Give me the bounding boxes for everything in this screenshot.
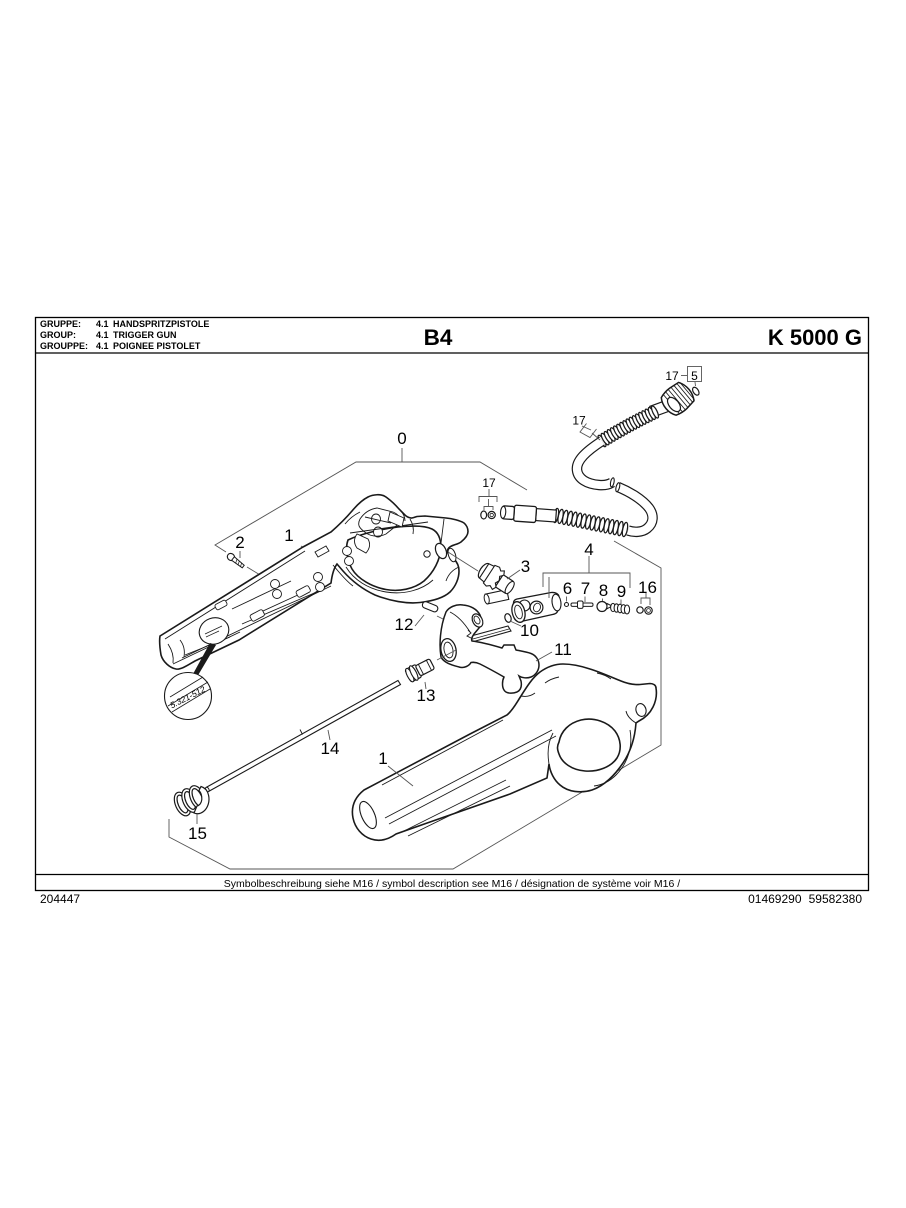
svg-text:HANDSPRITZPISTOLE: HANDSPRITZPISTOLE — [113, 319, 209, 329]
svg-text:Symbolbeschreibung siehe M16 /: Symbolbeschreibung siehe M16 / symbol de… — [224, 878, 680, 890]
svg-text:11: 11 — [554, 640, 572, 659]
svg-text:15: 15 — [188, 824, 207, 843]
svg-text:5: 5 — [691, 369, 698, 383]
svg-text:10: 10 — [520, 621, 539, 640]
svg-text:4.1: 4.1 — [96, 330, 109, 340]
svg-text:K 5000 G: K 5000 G — [768, 325, 862, 350]
svg-text:3: 3 — [521, 557, 530, 576]
svg-text:17: 17 — [665, 369, 679, 383]
svg-text:14: 14 — [321, 739, 340, 758]
svg-text:GROUPPE:: GROUPPE: — [40, 341, 88, 351]
svg-text:16: 16 — [638, 578, 657, 597]
svg-text:1: 1 — [378, 749, 387, 768]
svg-text:7: 7 — [581, 579, 590, 598]
svg-text:4.1: 4.1 — [96, 341, 109, 351]
svg-text:2: 2 — [235, 533, 244, 552]
svg-text:204447: 204447 — [40, 892, 80, 906]
svg-text:59582380: 59582380 — [809, 892, 863, 906]
svg-text:12: 12 — [395, 615, 414, 634]
svg-text:9: 9 — [617, 582, 626, 601]
svg-text:6: 6 — [563, 579, 572, 598]
svg-text:GRUPPE:: GRUPPE: — [40, 319, 81, 329]
svg-text:4.1: 4.1 — [96, 319, 109, 329]
svg-text:01469290: 01469290 — [748, 892, 802, 906]
svg-text:B4: B4 — [424, 325, 453, 350]
svg-text:13: 13 — [417, 686, 436, 705]
svg-text:POIGNEE PISTOLET: POIGNEE PISTOLET — [113, 341, 201, 351]
svg-text:1: 1 — [284, 526, 293, 545]
svg-text:0: 0 — [397, 429, 406, 448]
svg-text:17: 17 — [572, 414, 586, 428]
svg-text:17: 17 — [482, 476, 496, 490]
svg-text:GROUP:: GROUP: — [40, 330, 76, 340]
svg-text:8: 8 — [599, 581, 608, 600]
svg-text:4: 4 — [584, 540, 593, 559]
svg-text:TRIGGER GUN: TRIGGER GUN — [113, 330, 177, 340]
